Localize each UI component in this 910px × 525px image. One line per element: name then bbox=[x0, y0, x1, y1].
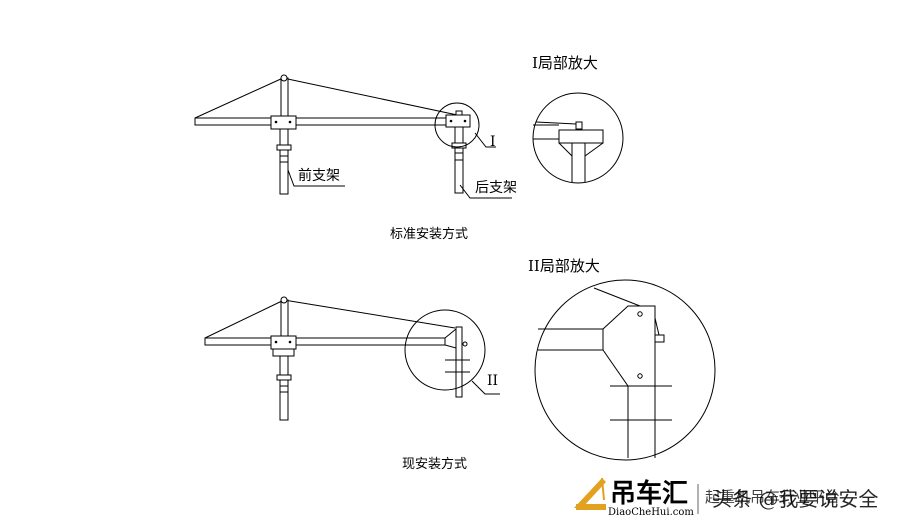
front-clamp-plate bbox=[270, 115, 297, 130]
rear-support-leg-2 bbox=[455, 326, 463, 398]
watermark-brand: 吊车汇 bbox=[610, 478, 688, 509]
rear-stay-cable bbox=[282, 77, 463, 117]
leader-II bbox=[471, 380, 500, 395]
crane-logo-icon bbox=[574, 477, 606, 510]
current-method-caption: 现安装方式 bbox=[402, 456, 467, 472]
detail-I-title: I局部放大 bbox=[532, 54, 598, 72]
standard-method-caption: 标准安装方式 bbox=[390, 226, 468, 242]
detail-I-clamp-plate bbox=[558, 129, 604, 144]
leader-I bbox=[474, 132, 496, 148]
rear-stay-cable-2 bbox=[283, 299, 456, 329]
front-support-label: 前支架 bbox=[298, 167, 340, 184]
detail-circle-I bbox=[434, 102, 480, 148]
watermark-author: 头条 @我要说安全 bbox=[712, 487, 878, 511]
front-mast-2 bbox=[280, 299, 289, 339]
detail-circle-II bbox=[404, 309, 486, 391]
front-clamp-plate-2 bbox=[270, 335, 297, 350]
watermark-url: DiaoCheHui.com bbox=[608, 507, 694, 518]
front-leg-collar bbox=[276, 144, 292, 151]
rear-clamp-plate bbox=[445, 114, 471, 128]
rear-support-label: 后支架 bbox=[475, 180, 517, 196]
main-beam bbox=[194, 117, 468, 126]
standard-installation-figure: I 前支架 后支架 标准安装方式 bbox=[194, 74, 517, 242]
main-beam-2 bbox=[204, 337, 446, 346]
front-stay-cable-2 bbox=[204, 299, 285, 339]
watermark-tagline: 起重机吊车行业平台 bbox=[705, 488, 840, 506]
mast-top-pulley bbox=[280, 74, 288, 82]
current-installation-figure: II 现安装方式 bbox=[204, 296, 500, 472]
detail-I-circle bbox=[532, 92, 624, 184]
detail-II-gusset-plate bbox=[602, 305, 656, 387]
detail-II-circle bbox=[534, 279, 716, 461]
front-mast bbox=[280, 77, 289, 119]
detail-I-figure: I局部放大 bbox=[532, 54, 624, 184]
detail-II-title: II局部放大 bbox=[528, 257, 600, 275]
front-support-leg-2 bbox=[279, 355, 289, 421]
detail-II-figure: II局部放大 bbox=[528, 257, 716, 461]
callout-label-I: I bbox=[490, 134, 496, 150]
leader-front-support bbox=[287, 169, 345, 187]
leader-rear-support bbox=[459, 184, 512, 199]
callout-label-II: II bbox=[487, 373, 498, 389]
rear-gusset-2 bbox=[444, 327, 457, 349]
watermark: 吊车汇 DiaoCheHui.com 起重机吊车行业平台 头条 @我要说安全 bbox=[574, 477, 878, 518]
front-stay-cable bbox=[194, 77, 284, 119]
